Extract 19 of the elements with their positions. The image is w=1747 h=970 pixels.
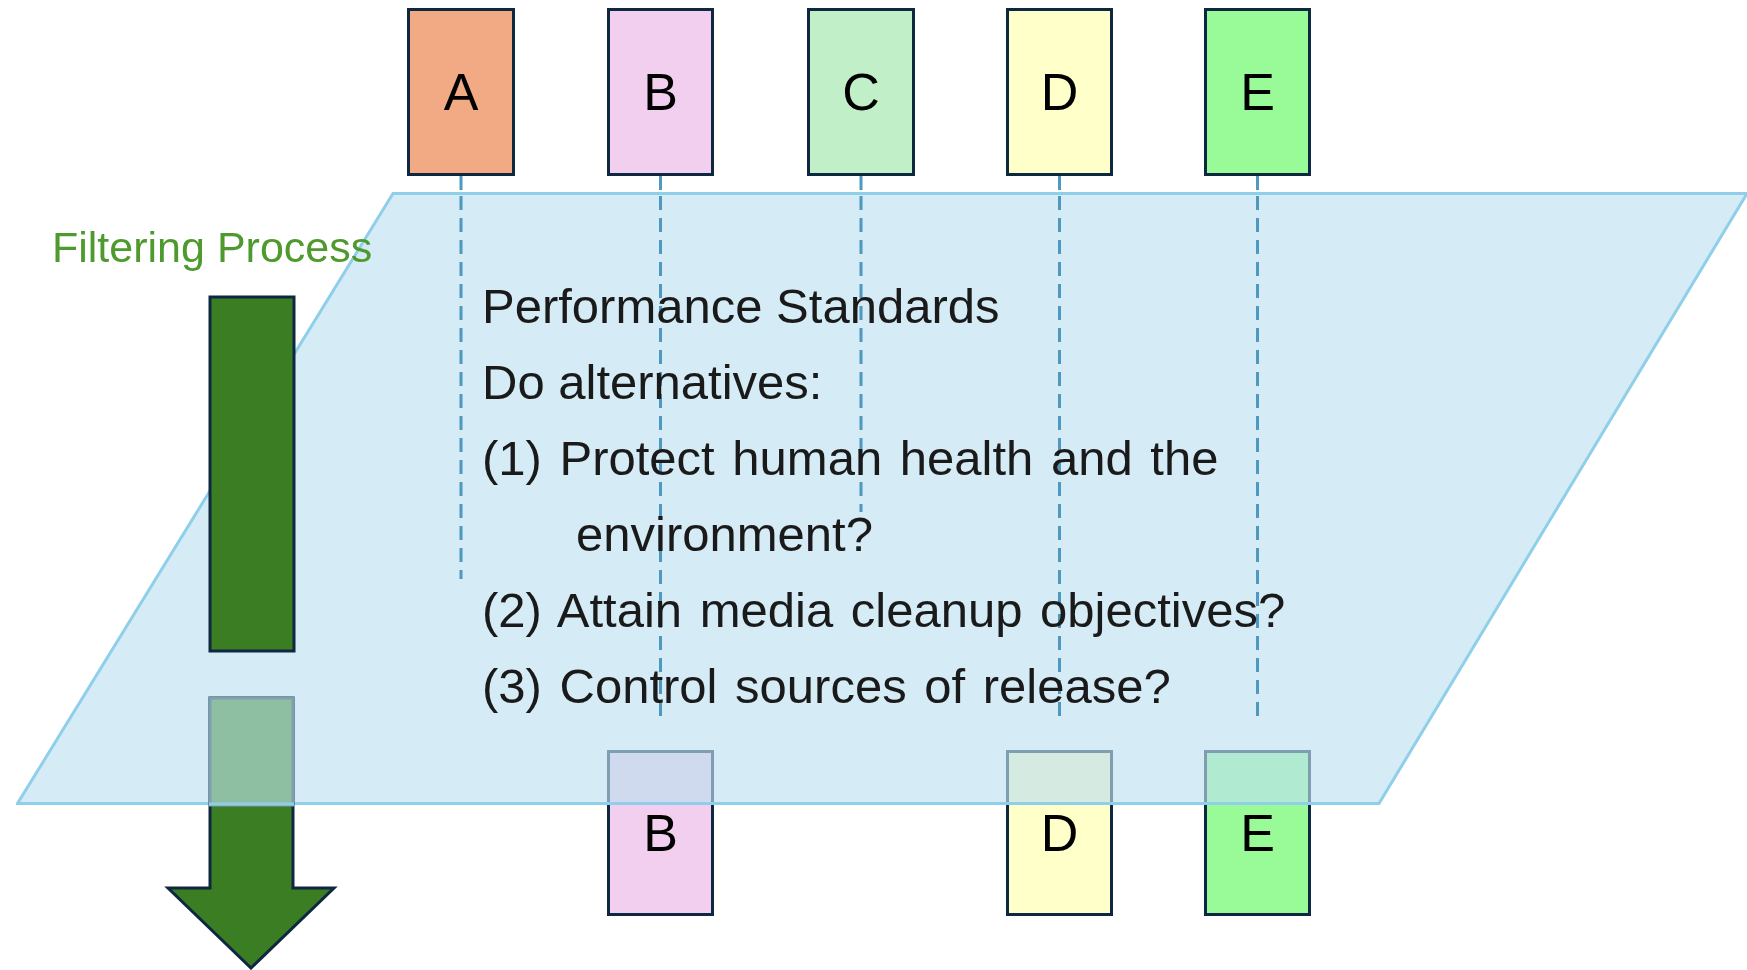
alternative-box: B <box>607 8 714 176</box>
criterion-text: (1) Protect human health and the environment? <box>482 431 1219 561</box>
alternative-box: A <box>407 8 515 176</box>
process-label: Filtering Process <box>52 222 373 273</box>
dashed-line <box>1058 176 1061 192</box>
dashed-line <box>659 176 662 192</box>
alternative-box: B <box>607 750 714 916</box>
heading: Performance Standards <box>482 279 1000 333</box>
criterion-text: (2) Attain media cleanup objectives? <box>482 583 1286 637</box>
dashed-line <box>1256 176 1259 192</box>
alternative-box: C <box>807 8 915 176</box>
alternative-box: E <box>1204 750 1311 916</box>
criterion-text: (3) Control sources of release? <box>482 659 1171 713</box>
dashed-line <box>459 176 463 192</box>
question: Do alternatives: <box>482 355 823 409</box>
alternative-box: D <box>1006 8 1113 176</box>
alternative-box: E <box>1204 8 1311 176</box>
dashed-line <box>859 176 863 192</box>
alternative-box: D <box>1006 750 1113 916</box>
